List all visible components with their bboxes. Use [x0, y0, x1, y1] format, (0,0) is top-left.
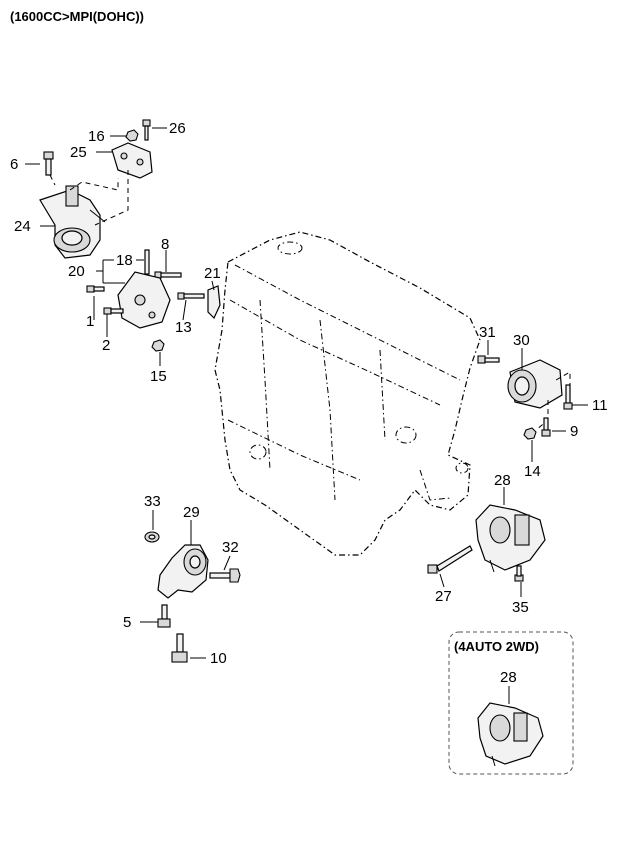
- callout-1: 1: [86, 313, 94, 330]
- washer-33-icon: [144, 531, 160, 543]
- engine-block: [214, 231, 481, 556]
- bracket-20-icon: [117, 271, 171, 329]
- bolt-26-icon: [142, 119, 151, 141]
- bracket-21-icon: [207, 285, 221, 320]
- bolt-10-icon: [171, 633, 188, 663]
- callout-20: 20: [68, 263, 85, 280]
- callout-labels: 6 16 26 25 24 20 18 8 21 1 2 13 15 31 30…: [10, 120, 608, 667]
- callout-26: 26: [169, 120, 186, 137]
- callout-28: 28: [494, 472, 511, 489]
- callout-8: 8: [161, 236, 169, 253]
- callout-11: 11: [592, 397, 608, 414]
- leader-lines: [25, 127, 588, 659]
- callout-5: 5: [123, 614, 131, 631]
- callout-32: 32: [222, 539, 239, 556]
- engine-mount-24-icon: [39, 185, 106, 259]
- callout-21: 21: [204, 265, 221, 282]
- bracket-25-icon: [111, 142, 153, 179]
- bolt-27-icon: [427, 545, 473, 574]
- callout-10: 10: [210, 650, 227, 667]
- callout-27: 27: [435, 588, 452, 605]
- callout-30: 30: [513, 332, 530, 349]
- mount-29-icon: [157, 544, 209, 599]
- stud-18-icon: [144, 249, 150, 275]
- callout-35: 35: [512, 599, 529, 616]
- callout-24: 24: [14, 218, 31, 235]
- callout-33: 33: [144, 493, 161, 510]
- bolt-5-icon: [157, 604, 171, 628]
- bolt-31-icon: [477, 355, 500, 364]
- bolt-6-icon: [43, 151, 54, 176]
- callout-13: 13: [175, 319, 192, 336]
- callout-31: 31: [479, 324, 496, 341]
- inset-transaxle-mount-28-icon: [477, 702, 544, 767]
- callout-18: 18: [116, 252, 133, 269]
- bolt-9-icon: [541, 417, 551, 437]
- callout-14: 14: [524, 463, 541, 480]
- phantom-line-top: [49, 170, 129, 226]
- diagram-title: (1600CC>MPI(DOHC)): [10, 9, 144, 24]
- nut-15-icon: [151, 339, 165, 352]
- callout-2: 2: [102, 337, 110, 354]
- callout-25: 25: [70, 144, 87, 161]
- nut-14-icon: [523, 427, 537, 440]
- transaxle-mount-28-icon: [475, 504, 546, 573]
- bolt-32-icon: [209, 568, 241, 583]
- inset-callout-28: 28: [500, 669, 517, 686]
- bolt-1-icon: [86, 285, 105, 293]
- mount-30-icon: [507, 359, 563, 409]
- callout-15: 15: [150, 368, 167, 385]
- bolt-35-icon: [514, 565, 524, 582]
- callout-9: 9: [570, 423, 578, 440]
- callout-6: 6: [10, 156, 18, 173]
- callout-29: 29: [183, 504, 200, 521]
- bolt-11-icon: [563, 384, 573, 410]
- inset-4auto-2wd: (4AUTO 2WD) 28: [448, 631, 574, 775]
- callout-16: 16: [88, 128, 105, 145]
- bolt-8-icon: [154, 271, 182, 279]
- nut-16-icon: [125, 129, 139, 142]
- bolt-2-icon: [103, 307, 124, 315]
- inset-title: (4AUTO 2WD): [454, 639, 539, 654]
- bolt-13-icon: [177, 292, 205, 300]
